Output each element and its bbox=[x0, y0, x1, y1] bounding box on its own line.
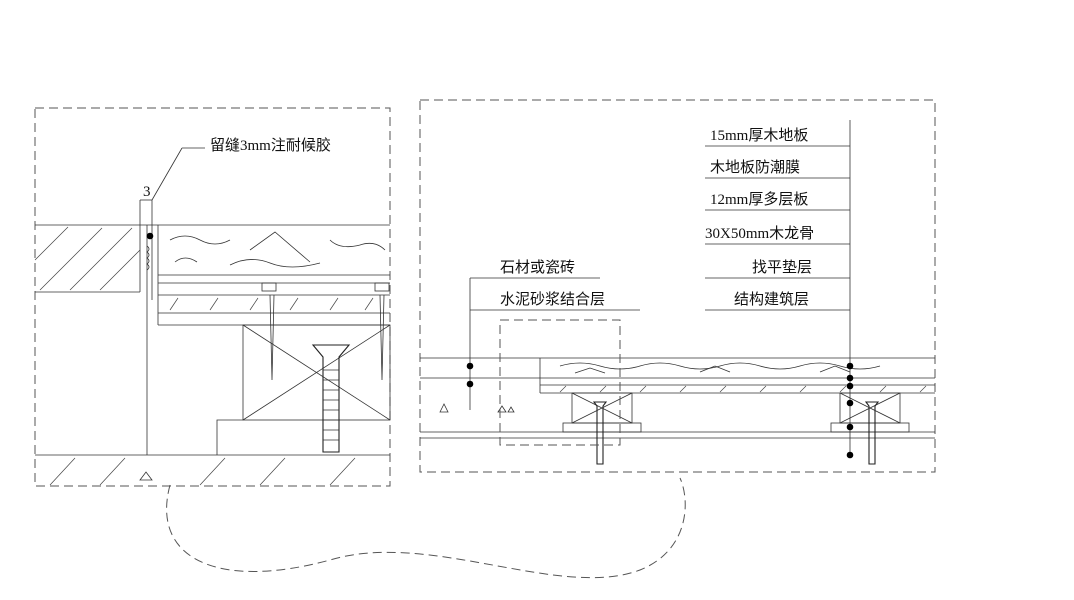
label-stone-tile: 石材或瓷砖 bbox=[500, 259, 575, 276]
right-section: 石材或瓷砖 水泥砂浆结合层 15mm厚木地板 木地板防潮膜 12mm厚多层板 3… bbox=[419, 99, 936, 473]
joint-leader-line bbox=[151, 147, 183, 201]
left-detail-boundary bbox=[34, 107, 391, 487]
screw bbox=[311, 344, 351, 453]
batten-support-2 bbox=[830, 392, 910, 465]
batten-support-1 bbox=[562, 392, 642, 465]
stone-block bbox=[34, 200, 141, 293]
joint-label: 留缝3mm注耐候胶 bbox=[210, 137, 331, 154]
right-section-boundary bbox=[419, 99, 936, 473]
leader-dot bbox=[146, 232, 154, 240]
wood-batten bbox=[242, 324, 391, 421]
label-wood-floor: 15mm厚木地板 bbox=[710, 126, 808, 144]
label-mortar-bond: 水泥砂浆结合层 bbox=[500, 290, 605, 308]
detail-reference-box bbox=[499, 319, 621, 446]
label-structure-layer: 结构建筑层 bbox=[734, 291, 809, 308]
wood-board bbox=[157, 225, 390, 325]
nails bbox=[269, 294, 385, 381]
sealant-joint bbox=[140, 199, 154, 455]
label-moisture-membrane: 木地板防潮膜 bbox=[710, 158, 800, 176]
label-wood-keel: 30X50mm木龙骨 bbox=[705, 225, 814, 242]
label-leveling-layer: 找平垫层 bbox=[752, 259, 812, 276]
dimension-value: 3 bbox=[143, 184, 151, 200]
left-enlarged-detail: 留缝3mm注耐候胶 3 bbox=[34, 107, 391, 487]
leveling-and-slab bbox=[35, 419, 390, 486]
label-plywood: 12mm厚多层板 bbox=[710, 190, 808, 208]
detail-callout-curve bbox=[166, 477, 686, 579]
